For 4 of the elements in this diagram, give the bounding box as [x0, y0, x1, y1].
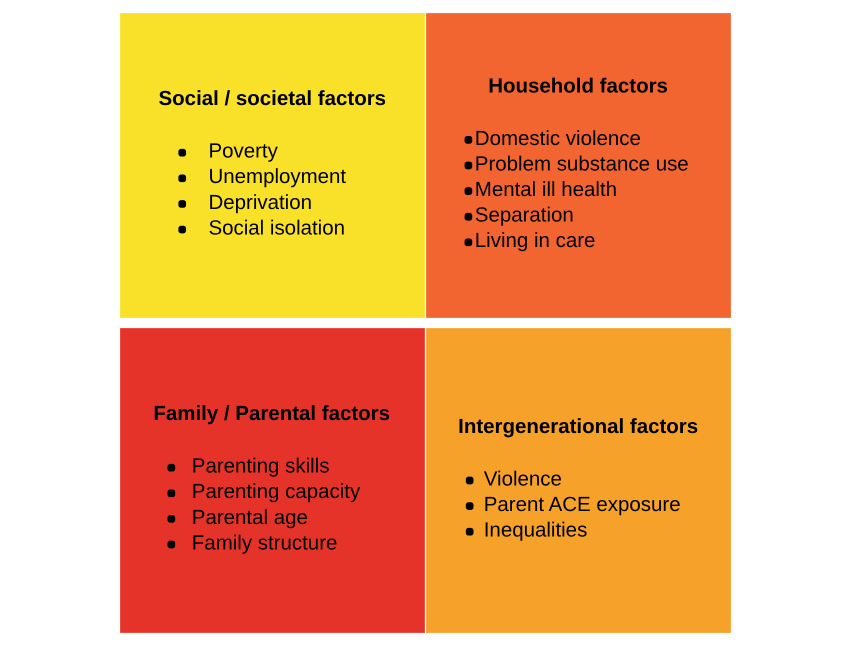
node-box: Intergenerational factors Violence Parent ACE exposure Inequalities — [426, 328, 730, 633]
node-box: Household factors Domestic violence Problem substance use Mental ill health Separation Living in care — [426, 13, 730, 318]
node-box: Family / Parental factors Parenting skills Parenting capacity Parental age Family structure — [120, 328, 424, 633]
node-box: Social / societal factors Poverty Unemployment Deprivation Social isolation — [120, 13, 424, 318]
